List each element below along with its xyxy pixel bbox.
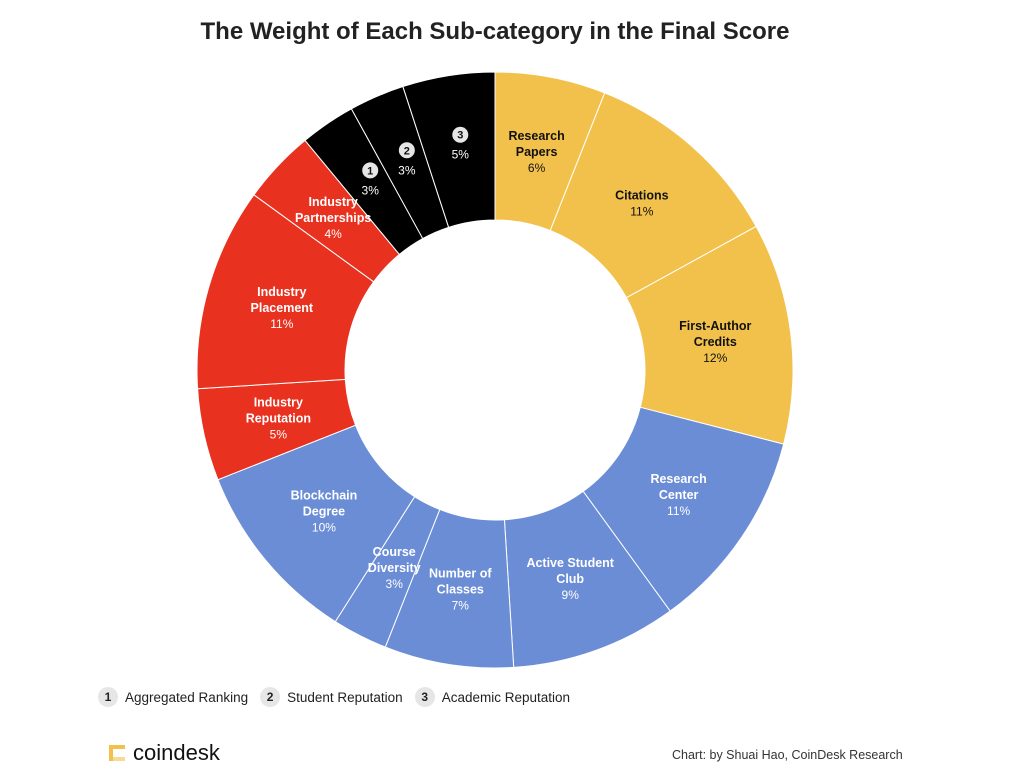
slice-label-group: Number of Classes 7%: [429, 566, 492, 612]
slice-category-label: Club: [556, 572, 584, 586]
slice-badge-number: 3: [457, 130, 463, 142]
slice-category-label: Degree: [303, 505, 345, 519]
slice-category-label: First-Author: [679, 319, 751, 333]
slice-category-label: Diversity: [368, 561, 421, 575]
legend-label: Academic Reputation: [441, 689, 571, 705]
logo-text: coindesk: [133, 740, 220, 765]
slice-category-label: Research: [508, 129, 564, 143]
slice-category-label: Classes: [437, 582, 484, 596]
slice-category-label: Industry: [309, 195, 358, 209]
slice-category-label: Center: [659, 488, 699, 502]
slice-value-label: 3%: [398, 163, 416, 177]
slice-value-label: 12%: [703, 351, 727, 365]
slice-label-group: 3 5%: [452, 126, 470, 162]
slice-category-label: Reputation: [246, 411, 311, 425]
slice-badge: [362, 162, 379, 179]
slice-category-label: Placement: [251, 301, 314, 315]
slice-label-group: 2 3%: [398, 142, 416, 177]
slice-badge: [398, 142, 415, 159]
slice-value-label: 11%: [270, 317, 293, 331]
slice: [402, 71, 496, 228]
slice-category-label: Research: [650, 472, 706, 486]
legend-badge: 2: [260, 687, 281, 707]
slice-category-label: Citations: [615, 188, 669, 202]
slice-value-label: 5%: [452, 148, 470, 162]
slice-value-label: 10%: [312, 521, 336, 535]
slice-value-label: 3%: [386, 577, 404, 591]
legend-label: Aggregated Ranking: [125, 689, 249, 705]
chart-credit: Chart: by Shuai Hao, CoinDesk Research: [672, 748, 903, 762]
slice-label-group: Citations 11%: [615, 188, 669, 218]
slice-value-label: 9%: [562, 588, 580, 602]
slice-category-label: Partnerships: [295, 211, 371, 225]
slice-category-label: Industry: [254, 395, 303, 409]
legend-badge: 1: [98, 687, 118, 707]
slice-value-label: 5%: [270, 427, 288, 441]
legend-badge: 3: [414, 687, 435, 707]
slice-category-label: Active Student: [526, 556, 614, 570]
slice-label-group: 1 3%: [362, 162, 380, 197]
legend-item: 3 Academic Reputation: [414, 687, 571, 707]
slice-badge-number: 2: [404, 145, 410, 157]
coindesk-logo: coindesk: [108, 740, 220, 766]
slice-category-label: Course: [373, 545, 416, 559]
slice-category-label: Credits: [694, 335, 737, 349]
slice-value-label: 4%: [324, 227, 342, 241]
slice-category-label: Blockchain: [291, 489, 358, 503]
slice-badge: [452, 126, 469, 143]
slice-value-label: 6%: [528, 161, 546, 175]
slice-value-label: 3%: [362, 183, 380, 197]
slice-category-label: Number of: [429, 566, 492, 580]
slice-category-label: Industry: [257, 285, 306, 299]
chart-title: The Weight of Each Sub-category in the F…: [200, 18, 790, 45]
coindesk-logo-icon: [109, 745, 125, 761]
slice-badge-number: 1: [367, 165, 373, 177]
slice-value-label: 11%: [630, 204, 653, 218]
legend-item: 2 Student Reputation: [260, 687, 403, 707]
slice-category-label: Papers: [516, 145, 558, 159]
slice-value-label: 11%: [667, 504, 690, 518]
legend-label: Student Reputation: [287, 689, 403, 705]
legend-item: 1 Aggregated Ranking: [98, 687, 248, 707]
slice-value-label: 7%: [452, 598, 470, 612]
